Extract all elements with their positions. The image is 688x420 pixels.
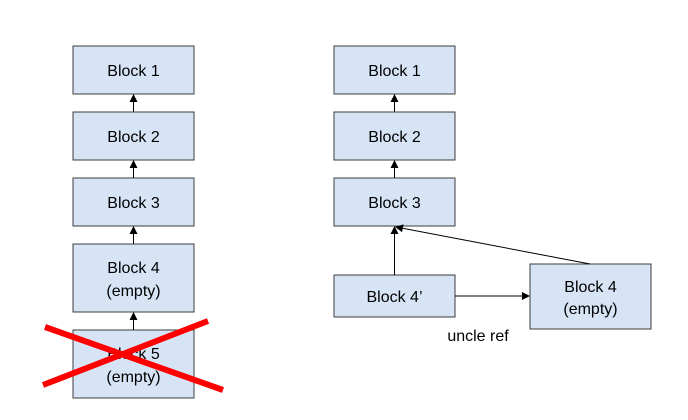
right-block-2: Block 2 [333,111,456,161]
discarded-cross-mark [41,318,225,393]
uncle-block: Block 4 (empty) [529,263,652,330]
left-block-4-label: Block 4 [107,260,160,277]
left-chain: Block 1 Block 2 Block 3 Block 4 (empty) … [41,45,225,399]
right-block-4-prime: Block 4’ [333,274,456,318]
left-block-3: Block 3 [72,177,195,227]
left-block-2: Block 2 [72,111,195,161]
right-block-1-label: Block 1 [368,63,421,80]
left-block-1: Block 1 [72,45,195,95]
right-chain: Block 1 Block 2 Block 3 Block 4’ Block 4… [333,45,652,345]
right-block-3: Block 3 [333,177,456,227]
left-block-3-label: Block 3 [107,195,160,212]
right-block-2-label: Block 2 [368,129,421,146]
left-block-4-sublabel: (empty) [106,283,160,300]
left-block-5-label: Block 5 [107,346,160,363]
right-block-1: Block 1 [333,45,456,95]
left-block-2-label: Block 2 [107,129,160,146]
right-block-4-prime-label: Block 4’ [366,289,422,306]
left-block-5-sublabel: (empty) [106,369,160,386]
uncle-arrow-to-block-3 [395,224,591,265]
left-block-1-label: Block 1 [107,63,160,80]
uncle-ref-label: uncle ref [447,328,509,345]
left-block-4: Block 4 (empty) [72,243,195,313]
uncle-block-sublabel: (empty) [563,301,617,318]
right-block-3-label: Block 3 [368,195,421,212]
uncle-block-label: Block 4 [564,279,617,296]
